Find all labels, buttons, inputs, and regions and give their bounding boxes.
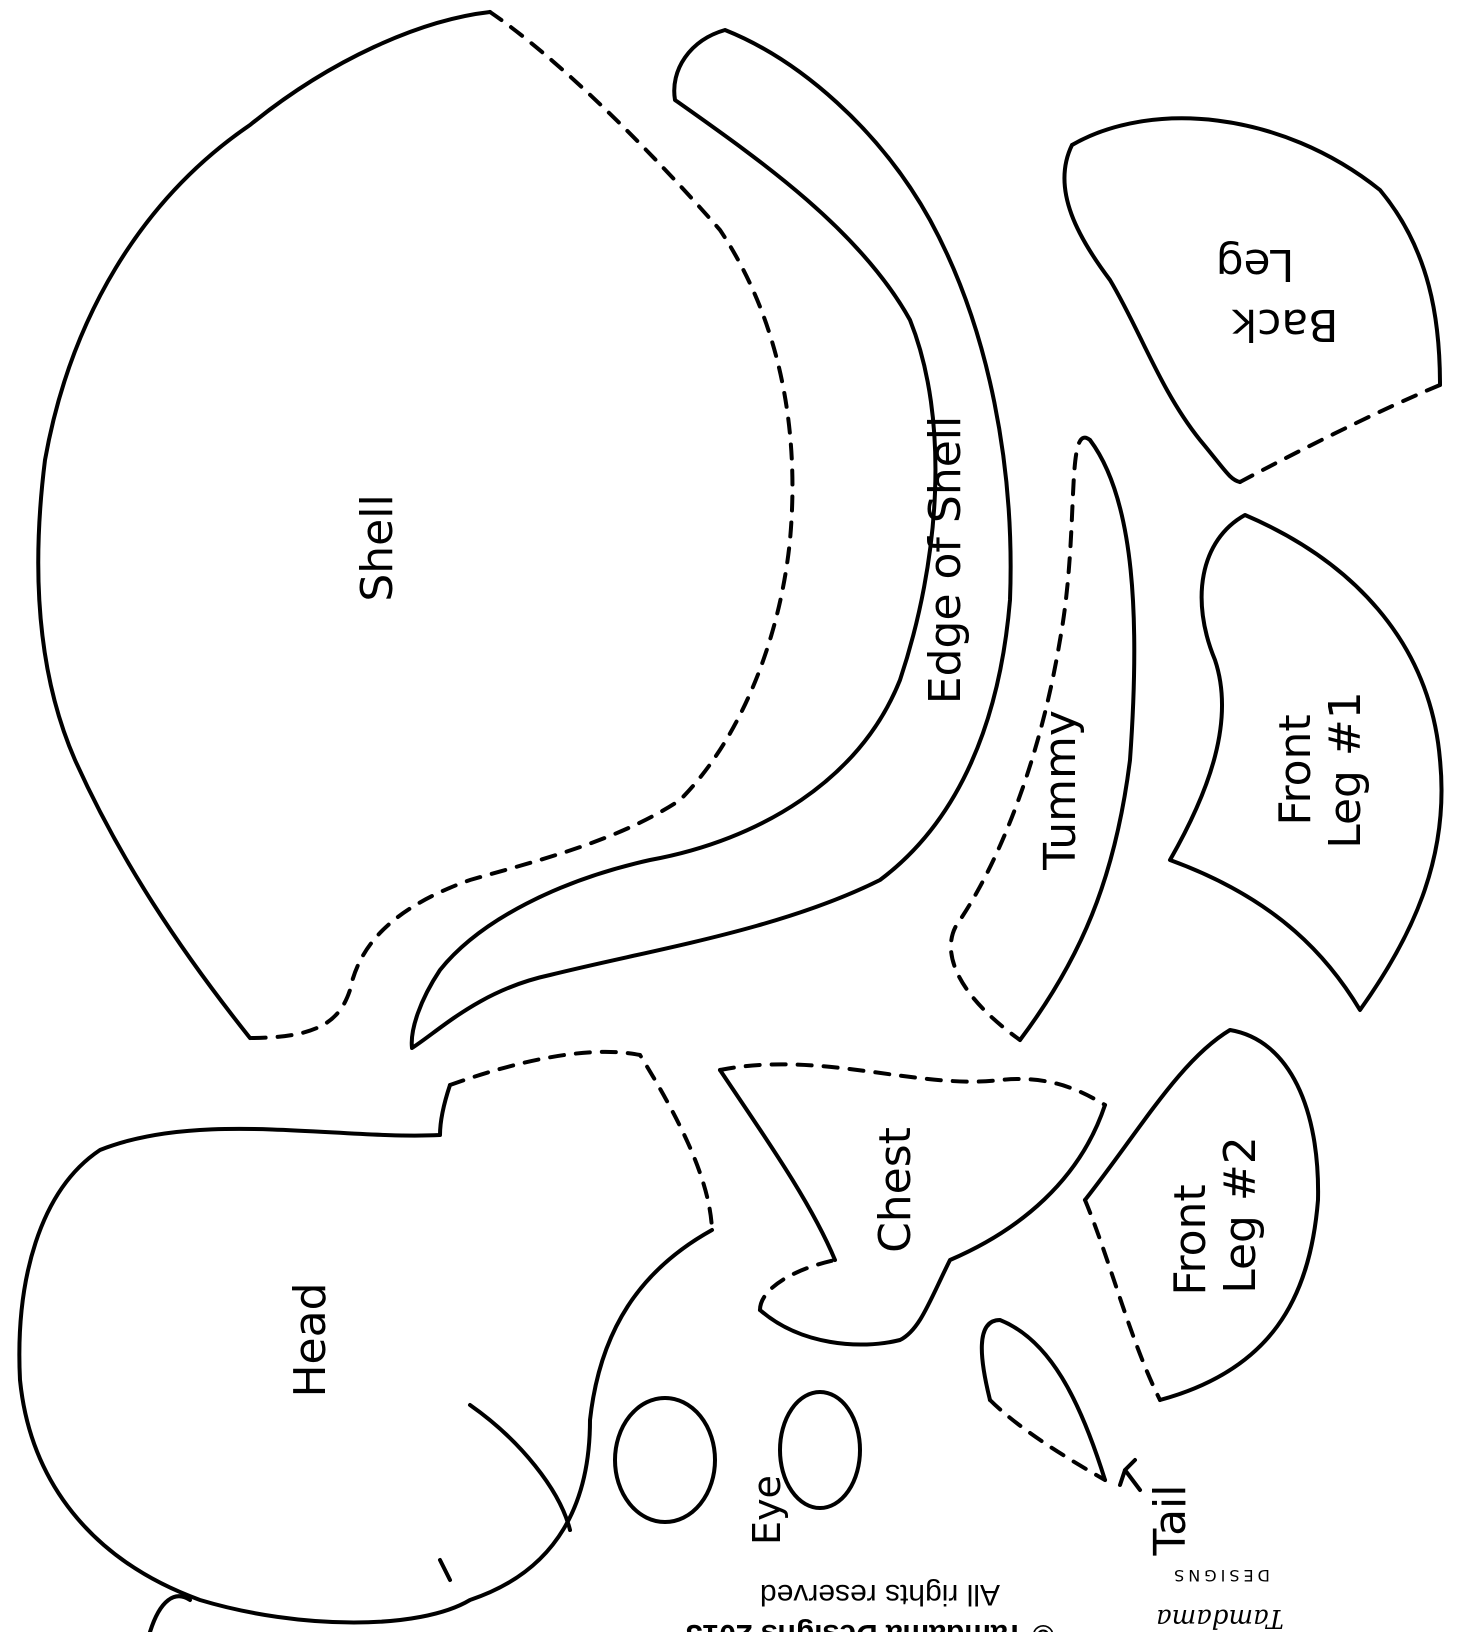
back-leg-label-1: Back [1231, 299, 1338, 350]
front-leg-1-label-1: Front [1270, 714, 1321, 825]
head-label: Head [285, 1282, 336, 1397]
tummy-label: Tummy [1035, 710, 1086, 871]
tail-label: Tail [1145, 1484, 1196, 1556]
chest-label: Chest [870, 1127, 921, 1253]
edge-of-shell-label: Edge of Shell [920, 416, 971, 704]
eye-label: Eye [745, 1475, 789, 1545]
head-piece: Head [17, 1049, 714, 1625]
rights-text: All rights reserved [760, 1578, 1000, 1611]
shell-piece: Shell [36, 10, 795, 1040]
back-leg-piece: Back Leg [1062, 116, 1442, 484]
front-leg-1-piece: Front Leg #1 [1168, 513, 1444, 1012]
front-leg-2-label-1: Front [1165, 1184, 1216, 1295]
tail-piece: Tail [979, 1318, 1196, 1557]
tummy-piece: Tummy [948, 435, 1137, 1042]
front-leg-2-label-2: Leg #2 [1215, 1136, 1266, 1294]
front-leg-1-label-2: Leg #1 [1320, 691, 1371, 849]
brand-sub: DESIGNS [1170, 1566, 1270, 1585]
back-leg-label-2: Leg [1216, 239, 1295, 290]
front-leg-2-piece: Front Leg #2 [1083, 1028, 1321, 1402]
footer: All rights reserved © Tamdama Designs 20… [686, 1566, 1284, 1632]
eye-pieces: Eye [613, 1390, 862, 1545]
chest-piece: Chest [718, 1062, 1107, 1347]
corner-mark [148, 1594, 192, 1632]
copyright-text: © Tamdama Designs 2013 [686, 1618, 1054, 1632]
brand-name: Tamdama [1156, 1603, 1284, 1632]
shell-label: Shell [352, 494, 403, 601]
edge-of-shell-piece: Edge of Shell [409, 28, 1013, 1050]
